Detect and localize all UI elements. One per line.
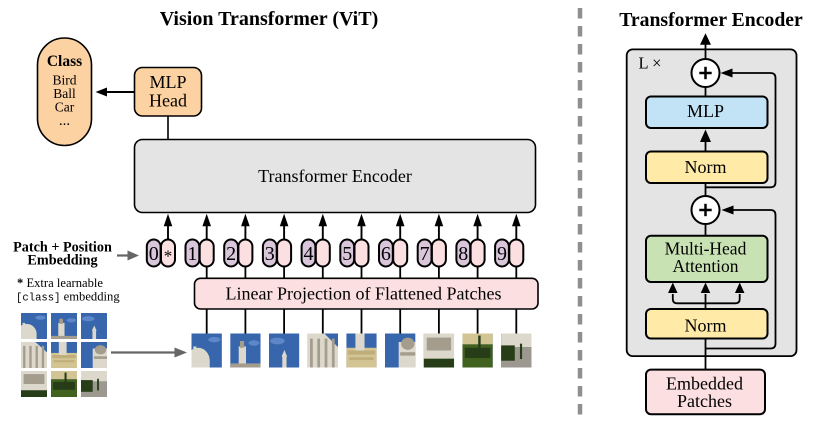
svg-text:Embedding: Embedding (27, 253, 97, 269)
svg-text:Class: Class (47, 53, 82, 70)
svg-text:3: 3 (265, 243, 275, 265)
svg-text:5: 5 (342, 243, 352, 265)
svg-text:Transformer Encoder: Transformer Encoder (619, 9, 803, 31)
svg-text:0: 0 (149, 243, 159, 265)
svg-text:...: ... (59, 113, 70, 129)
svg-text:* Extra learnable: * Extra learnable (17, 276, 103, 290)
svg-text:7: 7 (420, 243, 430, 265)
svg-text:1: 1 (187, 243, 197, 265)
svg-text:MLP: MLP (687, 101, 724, 121)
svg-text:2: 2 (226, 243, 236, 265)
svg-text:Linear Projection of Flattened: Linear Projection of Flattened Patches (226, 284, 502, 304)
svg-text:Car: Car (55, 100, 75, 115)
svg-text:6: 6 (381, 243, 391, 265)
svg-text:Norm: Norm (685, 316, 727, 336)
svg-text:4: 4 (304, 243, 314, 265)
svg-text:Embedded: Embedded (666, 374, 743, 394)
svg-text:Transformer Encoder: Transformer Encoder (258, 166, 412, 186)
svg-text:L ×: L × (639, 54, 662, 73)
svg-text:Bird: Bird (52, 73, 76, 88)
svg-text:Multi-Head: Multi-Head (665, 239, 747, 259)
svg-text:Ball: Ball (53, 86, 76, 101)
svg-text:MLP: MLP (149, 72, 186, 92)
svg-text:9: 9 (497, 243, 507, 265)
svg-text:8: 8 (458, 243, 468, 265)
svg-text:[class] embedding: [class] embedding (16, 290, 120, 305)
svg-text:*: * (164, 247, 173, 266)
svg-text:Patch + Position: Patch + Position (13, 240, 112, 256)
svg-text:Norm: Norm (685, 157, 727, 177)
svg-text:Attention: Attention (672, 256, 738, 276)
svg-text:Head: Head (149, 91, 187, 111)
svg-text:Patches: Patches (677, 391, 732, 411)
svg-text:Vision Transformer (ViT): Vision Transformer (ViT) (160, 8, 379, 30)
